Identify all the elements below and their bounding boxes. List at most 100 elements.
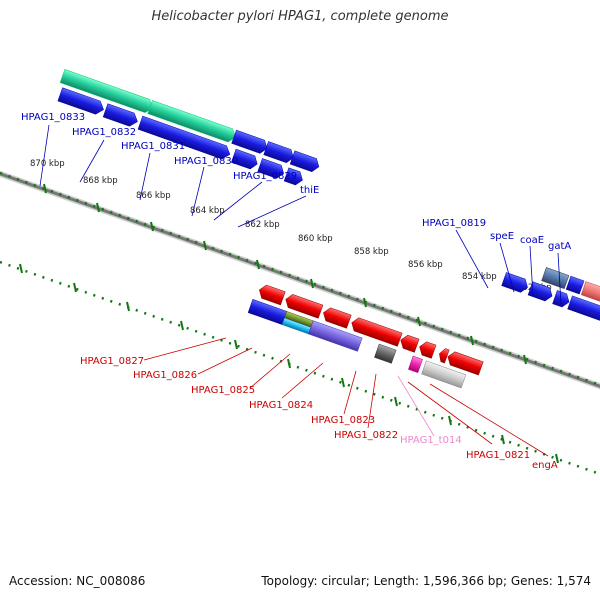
tick-label: 854 kbp [462, 272, 497, 282]
tick-marks [19, 183, 559, 464]
tick-mark [234, 339, 238, 350]
leader-line [407, 381, 493, 445]
gene-hpag1-t014[interactable] [408, 355, 423, 373]
tick-mark [394, 396, 398, 407]
tick-mark [363, 297, 367, 308]
gene-hpag1-0827[interactable] [257, 283, 286, 306]
tick-mark [555, 453, 559, 464]
gene-label[interactable]: HPAG1_0829 [233, 171, 297, 182]
forward-strand-genes[interactable] [54, 69, 321, 190]
gene-hpag1-0821[interactable] [446, 350, 484, 376]
gene-hpag1-0823[interactable] [398, 333, 420, 353]
reverse-labels: HPAG1_0827 HPAG1_0826 HPAG1_0825 HPAG1_0… [80, 356, 558, 471]
gene-label[interactable]: HPAG1_0827 [80, 356, 144, 367]
gene-forward-right[interactable] [567, 295, 600, 323]
gene-hpag1-0819[interactable] [541, 267, 570, 290]
gene-label[interactable]: HPAG1_0831 [121, 141, 185, 152]
gene-forward-row2[interactable] [137, 115, 232, 161]
tick-labels: 870 kbp 868 kbp 866 kbp 864 kbp 862 kbp … [30, 159, 552, 293]
tick-mark [43, 183, 47, 194]
gene-hpag1-0825[interactable] [321, 306, 352, 329]
leader-line [213, 181, 263, 221]
backbone-core [0, 161, 600, 399]
tick-mark [417, 316, 421, 327]
gene-forward-right[interactable] [501, 272, 530, 294]
tick-label: 870 kbp [30, 159, 65, 169]
forward-strand-genes-right[interactable] [501, 255, 600, 336]
gene-hpag1-0831[interactable] [231, 129, 270, 155]
gene-coae[interactable] [580, 281, 600, 308]
tick-label: 858 kbp [354, 247, 389, 257]
gene-hpag1-0824[interactable] [349, 316, 403, 347]
leader-line [455, 229, 489, 289]
gene-label[interactable]: HPAG1_0825 [191, 385, 255, 396]
guide-line-reverse [0, 260, 600, 476]
forward-labels: HPAG1_0833 HPAG1_0832 HPAG1_0831 HPAG1_0… [21, 112, 571, 252]
gene-label[interactable]: HPAG1_0822 [334, 430, 398, 441]
gene-label[interactable]: engA [532, 460, 558, 471]
gene-forward-row2[interactable] [283, 167, 305, 187]
gene-forward-row2[interactable] [57, 87, 106, 117]
leader-line [367, 373, 377, 429]
leader-line [249, 353, 291, 389]
leader-line [397, 375, 435, 437]
gene-label[interactable]: HPAG1_0821 [466, 450, 530, 461]
gene-label[interactable]: HPAG1_0826 [133, 370, 197, 381]
gene-reverse-row2[interactable] [308, 320, 363, 352]
gene-label[interactable]: HPAG1_t014 [400, 435, 462, 446]
accession-label: Accession: NC_008086 [9, 574, 146, 588]
tick-mark [180, 320, 184, 331]
reverse-strand-genes[interactable] [247, 282, 484, 392]
tick-mark [96, 202, 100, 213]
tick-mark [310, 278, 314, 289]
gene-hpag1-0826[interactable] [283, 293, 324, 319]
tick-mark [126, 301, 130, 312]
tick-label: 866 kbp [136, 191, 171, 201]
gene-hpag1-0832[interactable] [147, 100, 238, 144]
tick-mark [470, 335, 474, 346]
tick-mark [501, 434, 505, 445]
gene-forward-row2[interactable] [102, 103, 140, 129]
gene-hpag1-0830[interactable] [263, 141, 296, 165]
gene-engA[interactable] [374, 343, 397, 364]
leader-line [39, 124, 50, 187]
gene-label[interactable]: thiE [300, 185, 319, 196]
gene-label[interactable]: HPAG1_0830 [174, 156, 238, 167]
tick-mark [19, 263, 23, 274]
gene-label[interactable]: coaE [520, 235, 544, 246]
tick-mark [150, 221, 154, 232]
tick-mark [287, 358, 291, 369]
leader-line [197, 347, 253, 375]
leader-line [281, 362, 324, 399]
tick-label: 856 kbp [408, 260, 443, 270]
gene-thie[interactable] [231, 148, 259, 171]
gene-hpag1-0822[interactable] [417, 340, 437, 359]
leader-line [139, 152, 151, 201]
gene-label[interactable]: HPAG1_0824 [249, 400, 313, 411]
gene-forward-row2[interactable] [257, 158, 286, 180]
gene-label[interactable]: gatA [548, 241, 571, 252]
leader-line [343, 370, 357, 415]
gene-forward-right[interactable] [527, 281, 554, 303]
backbone-group [0, 160, 600, 400]
gene-spee[interactable] [565, 275, 585, 295]
gene-reverse-small[interactable] [437, 347, 450, 364]
forward-leader-lines [39, 124, 562, 305]
gene-hpag1-0829[interactable] [289, 150, 321, 174]
gene-label[interactable]: HPAG1_0819 [422, 218, 486, 229]
gene-label[interactable]: HPAG1_0823 [311, 415, 375, 426]
gene-reverse-row2[interactable] [421, 360, 467, 389]
leader-line [191, 166, 205, 217]
leader-line [499, 242, 515, 293]
gene-label[interactable]: HPAG1_0832 [72, 127, 136, 138]
tick-label: 860 kbp [298, 234, 333, 244]
gene-label[interactable]: HPAG1_0833 [21, 112, 85, 123]
tick-mark [203, 240, 207, 251]
leader-line [79, 139, 105, 183]
gene-label[interactable]: speE [490, 231, 514, 242]
reverse-leader-lines [143, 337, 549, 457]
tick-label: 868 kbp [83, 176, 118, 186]
leader-line [529, 245, 534, 297]
leader-line [557, 252, 562, 305]
